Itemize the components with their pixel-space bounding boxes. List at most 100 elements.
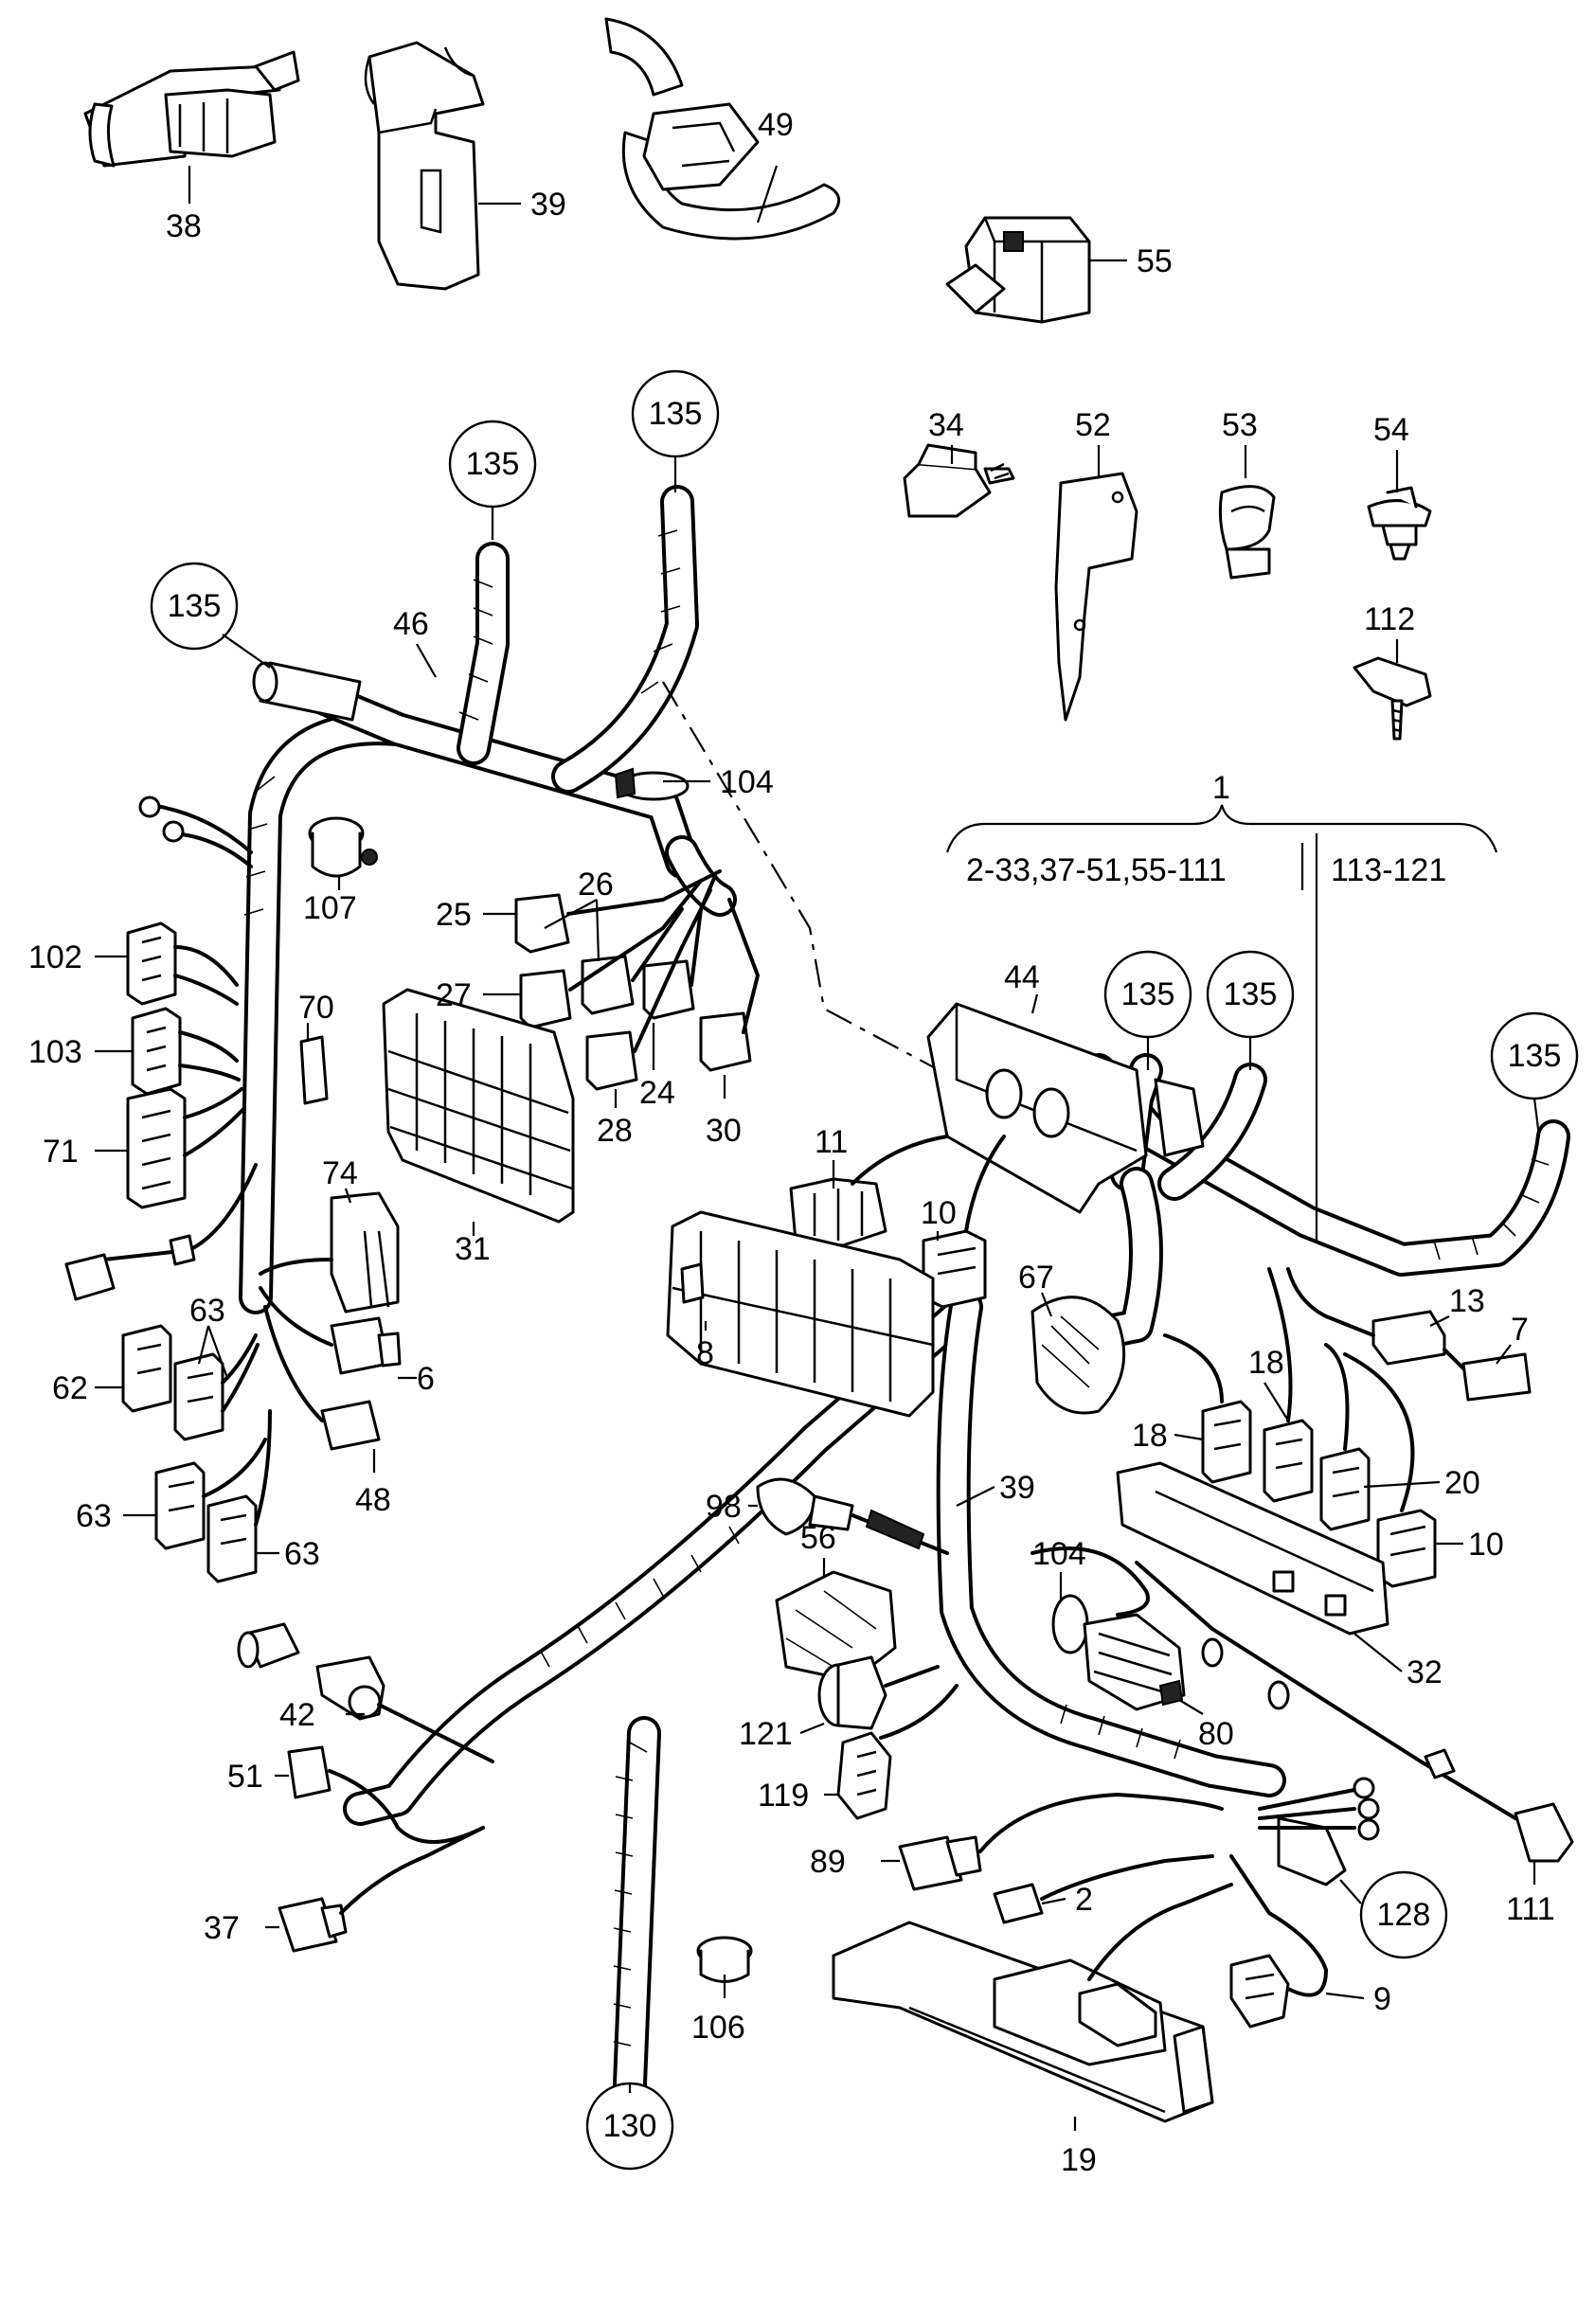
- part-98-sensor: [756, 1477, 949, 1555]
- part-31-relay-plate: [382, 988, 575, 1224]
- label-80: 80: [1198, 1716, 1234, 1752]
- label-6: 6: [417, 1361, 435, 1397]
- label-18-a: 18: [1248, 1345, 1284, 1381]
- part-34-push-clip: [903, 443, 1015, 518]
- connector-71: [126, 1087, 246, 1209]
- part-104-clamp-top: [614, 767, 690, 801]
- label-26: 26: [578, 867, 614, 903]
- label-27: 27: [436, 977, 472, 1013]
- connector-74: [259, 1191, 400, 1314]
- part-70-small: [299, 1035, 329, 1105]
- part-52-strip: [1054, 472, 1138, 722]
- svg-text:128: 128: [1377, 1897, 1431, 1933]
- connector-13: [1286, 1267, 1446, 1366]
- svg-text:130: 130: [603, 2108, 657, 2144]
- relay-group: [514, 869, 760, 1091]
- part-112-screw: [1353, 656, 1432, 741]
- label-112: 112: [1364, 601, 1415, 637]
- connector-63-b: [154, 1461, 206, 1550]
- label-104-top: 104: [720, 764, 774, 800]
- connector-89: [898, 1793, 1224, 1891]
- label-2: 2: [1075, 1882, 1093, 1918]
- svg-text:135: 135: [1224, 976, 1278, 1012]
- part-39-bracket: [364, 41, 485, 291]
- label-56: 56: [800, 1520, 836, 1556]
- label-25: 25: [436, 897, 472, 933]
- circled-ref-135-a: 135: [150, 562, 271, 669]
- part-128-leads: [1258, 1777, 1380, 1886]
- part-32-plate: [1116, 1461, 1389, 1636]
- label-67: 67: [1018, 1260, 1054, 1296]
- label-11: 11: [815, 1124, 848, 1160]
- label-70: 70: [298, 990, 334, 1026]
- label-44: 44: [1004, 959, 1040, 995]
- circled-ref-135-d: 135: [1103, 950, 1192, 1070]
- group-range-left: 2-33,37-51,55-111: [966, 852, 1227, 888]
- label-13: 13: [1449, 1283, 1485, 1319]
- label-24: 24: [639, 1075, 675, 1111]
- label-48: 48: [355, 1482, 391, 1518]
- label-9: 9: [1373, 1981, 1391, 2017]
- label-106: 106: [691, 2010, 745, 2046]
- part-55-connector: [945, 216, 1091, 324]
- label-111: 111: [1506, 1891, 1555, 1927]
- connector-51: [287, 1745, 485, 1844]
- label-51: 51: [227, 1759, 263, 1795]
- label-119: 119: [758, 1778, 809, 1814]
- connector-103: [131, 1007, 241, 1096]
- label-62: 62: [52, 1370, 88, 1406]
- part-54-clip: [1367, 486, 1432, 561]
- circled-ref-135-b: 135: [448, 420, 537, 540]
- connector-62: [121, 1324, 172, 1413]
- svg-text:135: 135: [1508, 1038, 1562, 1074]
- connector-102: [126, 921, 239, 1006]
- part-18-relay-a: [1163, 1333, 1252, 1484]
- label-38: 38: [166, 208, 202, 244]
- label-89: 89: [810, 1844, 846, 1880]
- svg-text:135: 135: [466, 446, 520, 482]
- label-37: 37: [204, 1910, 240, 1946]
- label-1: 1: [1212, 770, 1230, 806]
- connector-9: [1229, 1854, 1328, 2029]
- part-42-bulb: [237, 1622, 494, 1763]
- dash-reference-line: [662, 681, 958, 1081]
- circled-ref-128: 128: [1339, 1870, 1448, 1959]
- label-104-mid: 104: [1032, 1536, 1086, 1572]
- connector-63-c: [202, 1409, 272, 1583]
- label-34: 34: [928, 407, 964, 443]
- group-1-bracket: [945, 804, 1498, 1241]
- part-67-grommet: [1030, 1296, 1126, 1415]
- label-32: 32: [1407, 1654, 1443, 1690]
- label-54: 54: [1373, 412, 1409, 448]
- label-30: 30: [706, 1113, 742, 1149]
- circled-ref-130: 130: [585, 2082, 674, 2171]
- part-44-mounting-plate: [926, 1002, 1205, 1214]
- group-range-right: 113-121: [1331, 852, 1446, 888]
- label-107: 107: [303, 890, 357, 926]
- label-55: 55: [1137, 243, 1173, 279]
- svg-text:135: 135: [649, 396, 703, 432]
- connector-48: [263, 1305, 381, 1451]
- part-7-cap: [1443, 1348, 1532, 1402]
- label-31: 31: [455, 1231, 491, 1267]
- part-8-relay-carrier: [666, 1210, 935, 1418]
- label-71: 71: [43, 1134, 79, 1170]
- connector-6: [259, 1286, 402, 1375]
- label-39-top: 39: [530, 187, 566, 223]
- callout-labels: 38 39 49 55 34 52 53 54 112 46 104 107 2…: [28, 107, 1555, 2178]
- label-63-c: 63: [284, 1536, 320, 1572]
- part-19-control-module: [832, 1883, 1233, 2123]
- part-121: [817, 1655, 940, 1730]
- label-8: 8: [696, 1335, 714, 1371]
- label-103: 103: [28, 1034, 82, 1070]
- label-98: 98: [706, 1489, 742, 1525]
- label-49: 49: [758, 107, 794, 143]
- label-7: 7: [1511, 1312, 1529, 1348]
- label-39-mid: 39: [999, 1470, 1035, 1506]
- part-56-grommet: [775, 1570, 897, 1683]
- part-20-relay: [1319, 1343, 1371, 1531]
- leader-lines: [95, 165, 1536, 2131]
- svg-text:135: 135: [168, 588, 222, 624]
- lead-to-111: [1135, 1561, 1574, 1863]
